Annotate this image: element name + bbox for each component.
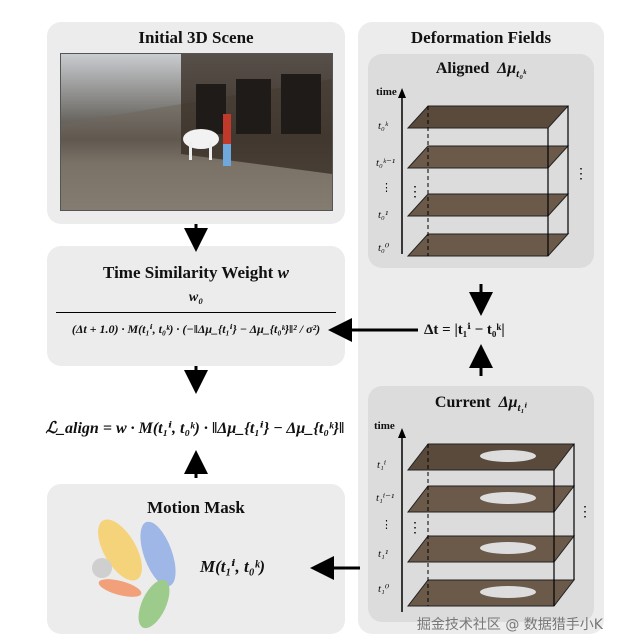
weight-denominator: (Δt + 1.0) · M(t₁ⁱ, t₀ᵏ) · (−‖Δμ_{t₁ⁱ} −… bbox=[71, 322, 321, 336]
motion-mask-panel bbox=[47, 484, 345, 634]
aligned-left-ellipsis: ⋮ bbox=[408, 185, 422, 200]
aligned-tick-1: t₀ᵏ⁻¹ bbox=[376, 157, 396, 169]
time-weight-title: Time Similarity Weight w bbox=[103, 263, 289, 282]
motion-mask-title: Motion Mask bbox=[147, 498, 245, 517]
weight-fraction-bar bbox=[56, 312, 336, 313]
motion-mask-illustration bbox=[92, 519, 176, 629]
alignment-loss-formula: ℒ_align = w · M(t₁ⁱ, t₀ᵏ) · ‖Δμ_{t₁ⁱ} − … bbox=[45, 420, 345, 437]
current-time-axis-label: time bbox=[374, 420, 395, 432]
initial-scene-title: Initial 3D Scene bbox=[138, 28, 254, 47]
aligned-tick-2: ⋮ bbox=[381, 182, 392, 194]
mask-yellow-blob bbox=[98, 519, 142, 581]
current-vertical-ellipsis: ⋮ bbox=[578, 505, 592, 520]
aligned-frame-stack: ⋮ ⋮ bbox=[398, 88, 588, 257]
current-title: Current Δμt₁ⁱ bbox=[434, 394, 528, 415]
current-tick-2: ⋮ bbox=[381, 519, 392, 531]
current-time-axis-arrowhead bbox=[398, 428, 406, 438]
mask-green-blob bbox=[138, 579, 170, 629]
street-scene-illustration bbox=[61, 54, 332, 210]
current-tick-4: t₁⁰ bbox=[378, 583, 390, 595]
current-tick-1: t₁ⁱ⁻¹ bbox=[376, 492, 395, 504]
time-weight-panel bbox=[47, 246, 345, 366]
watermark: 掘金技术社区 @ 数据猎手小K bbox=[416, 617, 603, 633]
mask-gray-blob bbox=[92, 558, 112, 578]
current-tick-0: t₁ⁱ bbox=[377, 459, 387, 471]
current-frames: ⋮ ⋮ bbox=[406, 443, 592, 607]
aligned-tick-3: t₀¹ bbox=[378, 209, 389, 221]
aligned-vertical-ellipsis: ⋮ bbox=[574, 167, 588, 182]
delta-t-formula: Δt = |t₁ⁱ − t₀ᵏ| bbox=[424, 322, 505, 338]
aligned-title: Aligned Δμt₀ᵏ bbox=[435, 60, 527, 81]
mask-blue-blob bbox=[140, 521, 176, 587]
aligned-tick-0: t₀ᵏ bbox=[378, 120, 388, 132]
current-left-ellipsis: ⋮ bbox=[408, 521, 422, 536]
motion-mask-label: M(t₁ⁱ, t₀ᵏ) bbox=[200, 557, 266, 576]
aligned-frames: ⋮ ⋮ bbox=[406, 105, 588, 257]
aligned-tick-4: t₀⁰ bbox=[378, 242, 390, 254]
current-frame-stack: ⋮ ⋮ bbox=[398, 428, 592, 612]
mask-orange-blob bbox=[98, 579, 142, 597]
current-tick-3: t₁¹ bbox=[378, 548, 389, 560]
deformation-fields-title: Deformation Fields bbox=[410, 28, 552, 47]
weight-numerator: w₀ bbox=[188, 290, 204, 305]
aligned-time-axis-arrowhead bbox=[398, 88, 406, 98]
initial-scene-image bbox=[60, 53, 333, 211]
aligned-time-axis-label: time bbox=[376, 86, 397, 98]
